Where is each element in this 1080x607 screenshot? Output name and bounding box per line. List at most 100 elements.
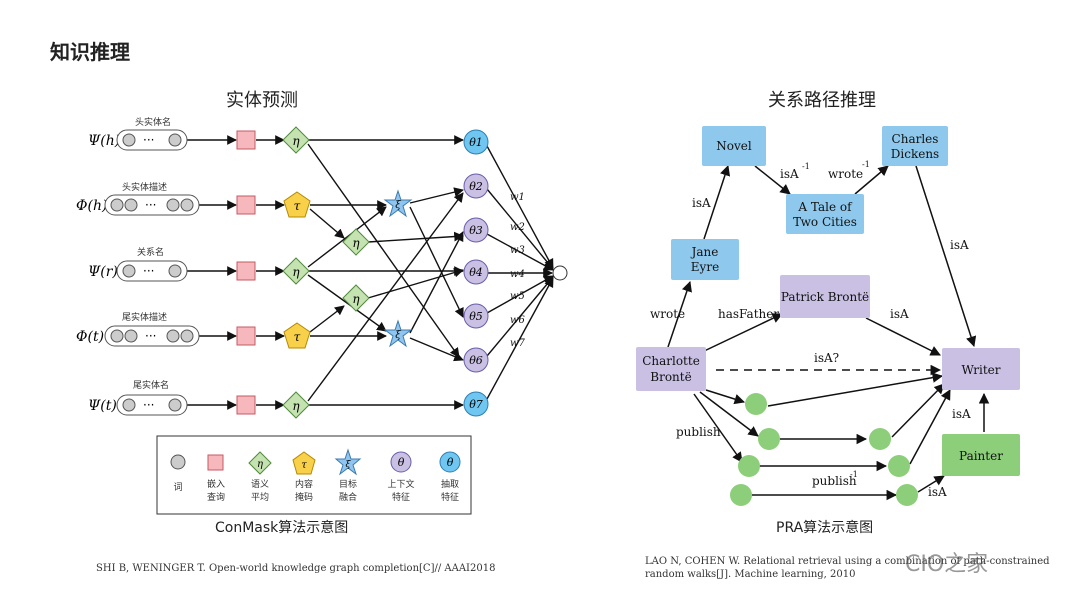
legend-label: 目标 xyxy=(339,478,357,490)
edge-label: isA xyxy=(692,196,711,210)
svg-text:θ1: θ1 xyxy=(469,136,483,149)
eta-diamond: η xyxy=(282,257,310,285)
theta-node: θ5 xyxy=(463,303,489,329)
input-label: 尾实体描述 xyxy=(122,311,167,323)
weight-label: w7 xyxy=(510,338,526,349)
edge-label: isA xyxy=(950,238,969,252)
legend-label: 特征 xyxy=(441,491,459,503)
svg-text:η: η xyxy=(292,134,300,148)
theta-node: θ7 xyxy=(463,391,489,417)
psi-label: Ψ(t) xyxy=(88,398,117,414)
right-reference-line1: LAO N, COHEN W. Relational retrieval usi… xyxy=(645,556,1050,567)
input-head-desc: 头实体描述 Φ(h) ··· xyxy=(76,181,200,216)
edge-label: wrote xyxy=(650,307,685,321)
embed-square xyxy=(236,130,256,150)
edge-label-sup: -1 xyxy=(862,160,870,169)
svg-text:Novel: Novel xyxy=(716,139,752,153)
svg-text:η: η xyxy=(352,236,360,250)
legend-label: 查询 xyxy=(207,491,225,503)
legend-context-icon xyxy=(390,451,412,473)
svg-text:Dickens: Dickens xyxy=(891,147,939,161)
svg-text:ξ: ξ xyxy=(395,200,401,211)
svg-text:θ7: θ7 xyxy=(469,398,483,411)
edge-label-sup: -1 xyxy=(850,470,858,479)
dots: ··· xyxy=(145,329,156,343)
right-section-title: 关系路径推理 xyxy=(768,90,876,111)
embed-square xyxy=(236,261,256,281)
theta-node: θ6 xyxy=(463,347,489,373)
legend-extract-icon xyxy=(439,451,461,473)
psi-label: Ψ(r) xyxy=(88,264,118,280)
node-novel: Novel xyxy=(702,126,766,166)
input-label: 尾实体名 xyxy=(133,379,169,391)
embed-square xyxy=(236,395,256,415)
psi-label: Ψ(h) xyxy=(88,133,120,149)
legend-label: 平均 xyxy=(251,491,269,503)
svg-text:Jane: Jane xyxy=(690,245,719,259)
svg-text:θ3: θ3 xyxy=(469,224,483,237)
theta-node: θ3 xyxy=(463,217,489,243)
node-jane-eyre: Jane Eyre xyxy=(671,239,739,280)
svg-text:θ5: θ5 xyxy=(469,310,483,323)
green-node xyxy=(738,455,760,477)
node-tale-of-two-cities: A Tale of Two Cities xyxy=(786,194,864,234)
theta-node: θ1 xyxy=(463,129,489,155)
psi-label: Φ(h) xyxy=(76,198,107,214)
edge-label: isA xyxy=(928,485,947,499)
edge-label: wrote xyxy=(828,167,863,181)
input-label: 头实体描述 xyxy=(122,181,167,193)
legend-label: 词 xyxy=(173,482,182,493)
watermark: CIO之家 xyxy=(905,552,989,577)
pra-diagram: isA isA -1 wrote -1 isA wrote hasFather … xyxy=(636,126,1020,506)
svg-text:A Tale of: A Tale of xyxy=(797,200,853,214)
right-reference: LAO N, COHEN W. Relational retrieval usi… xyxy=(645,555,1050,581)
left-caption: ConMask算法示意图 xyxy=(215,520,349,536)
legend: η τ ξ θ θ 词 嵌入 查询 语义 平均 内容 掩码 目标 融合 上下文 … xyxy=(156,435,472,515)
edge-label-sup: -1 xyxy=(802,162,810,171)
eta-diamond: η xyxy=(282,391,310,419)
legend-label: 语义 xyxy=(251,479,269,490)
dots: ··· xyxy=(145,198,156,212)
xi-star: ξ xyxy=(383,319,413,348)
dots: ··· xyxy=(143,264,154,278)
tau-pentagon: τ xyxy=(283,322,311,349)
dots: ··· xyxy=(143,133,154,147)
legend-label: 融合 xyxy=(339,491,357,503)
legend-label: 内容 xyxy=(295,478,313,490)
eta-diamond: η xyxy=(342,284,370,312)
node-writer: Writer xyxy=(942,348,1020,390)
legend-label: 特征 xyxy=(392,491,410,503)
eta-diamond: η xyxy=(342,228,370,256)
weight-label: w1 xyxy=(510,192,525,203)
legend-label: 上下文 xyxy=(387,478,414,490)
left-section-title: 实体预测 xyxy=(226,90,298,111)
theta-node: θ4 xyxy=(463,259,489,285)
weight-label: w6 xyxy=(510,315,526,326)
embed-squares xyxy=(236,130,256,415)
edge-label: isA xyxy=(952,407,971,421)
edge-label: isA xyxy=(890,307,909,321)
output-node xyxy=(552,265,568,281)
svg-text:τ: τ xyxy=(301,460,307,471)
embed-square xyxy=(236,326,256,346)
edge-label: isA? xyxy=(814,351,839,365)
green-node xyxy=(869,428,891,450)
edge-label: isA xyxy=(780,167,799,181)
input-tail-name: 尾实体名 Ψ(t) ··· xyxy=(88,379,188,416)
green-node xyxy=(745,393,767,415)
svg-text:Charles: Charles xyxy=(892,132,939,146)
weight-label: w5 xyxy=(510,291,525,302)
svg-text:Two Cities: Two Cities xyxy=(793,215,857,229)
legend-word-icon xyxy=(170,454,186,470)
node-patrick-bronte: Patrick Brontë xyxy=(780,275,870,318)
svg-text:Brontë: Brontë xyxy=(650,370,691,384)
left-reference: SHI B, WENINGER T. Open-world knowledge … xyxy=(96,563,496,574)
edge-label: hasFather xyxy=(718,307,779,321)
svg-text:θ2: θ2 xyxy=(469,180,483,193)
svg-text:θ: θ xyxy=(398,456,405,469)
weight-label: w3 xyxy=(510,245,525,256)
input-label: 关系名 xyxy=(137,246,164,258)
page-title: 知识推理 xyxy=(50,40,130,64)
node-charlotte-bronte: Charlotte Brontë xyxy=(636,347,706,391)
